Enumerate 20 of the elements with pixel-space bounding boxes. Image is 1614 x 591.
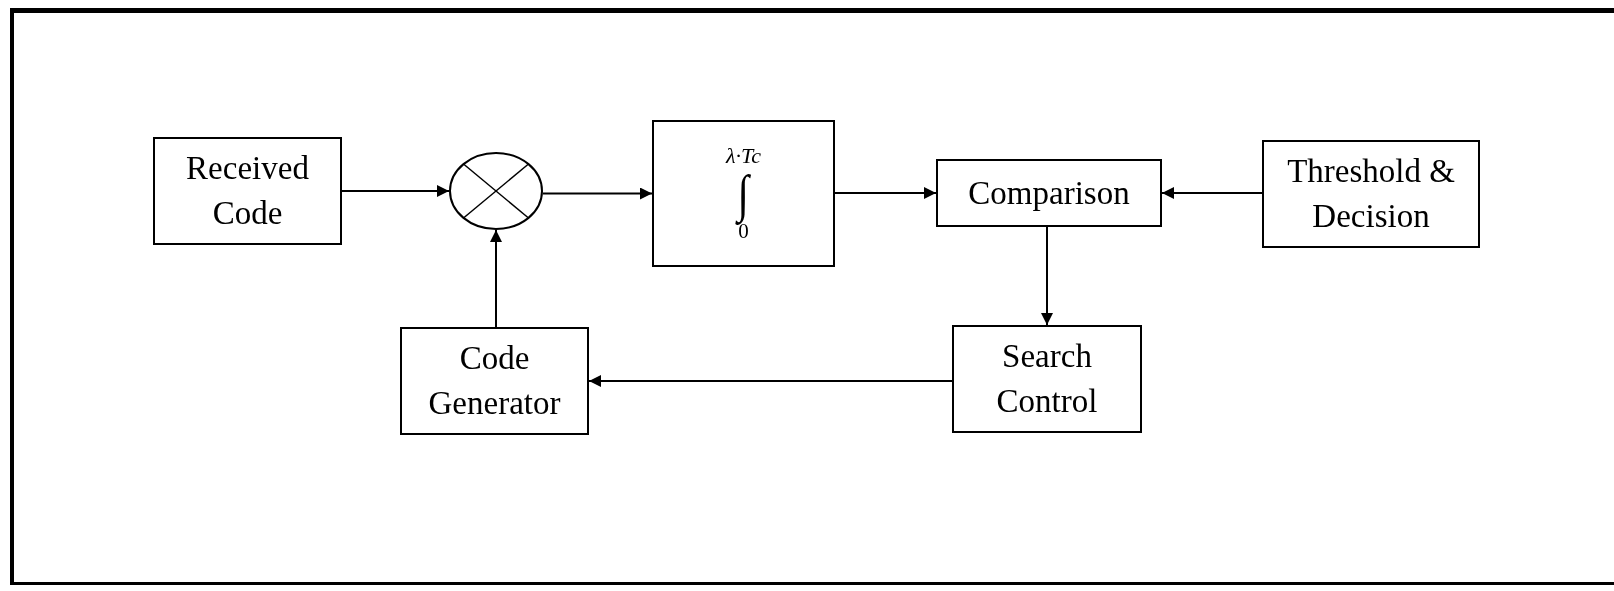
block-label: Search Control — [995, 337, 1099, 421]
block-label: Received Code — [185, 149, 310, 233]
arrow — [542, 187, 653, 200]
process-box — [952, 325, 1142, 433]
process-box — [936, 159, 1162, 227]
process-box — [153, 137, 342, 245]
upper-limit: λ·Tc — [726, 143, 761, 169]
arrow — [588, 375, 953, 387]
multiplier-circle — [449, 152, 543, 230]
block-label: Code Generator — [427, 339, 562, 423]
block-label: Comparison — [968, 173, 1130, 213]
process-box — [400, 327, 589, 435]
arrow — [1161, 187, 1263, 199]
arrow — [341, 185, 450, 197]
arrow — [490, 229, 502, 328]
process-box — [1262, 140, 1480, 248]
block-label: Threshold & Decision — [1286, 152, 1456, 236]
arrow — [834, 187, 937, 199]
integrator-box — [652, 120, 835, 267]
arrow — [1041, 226, 1053, 326]
